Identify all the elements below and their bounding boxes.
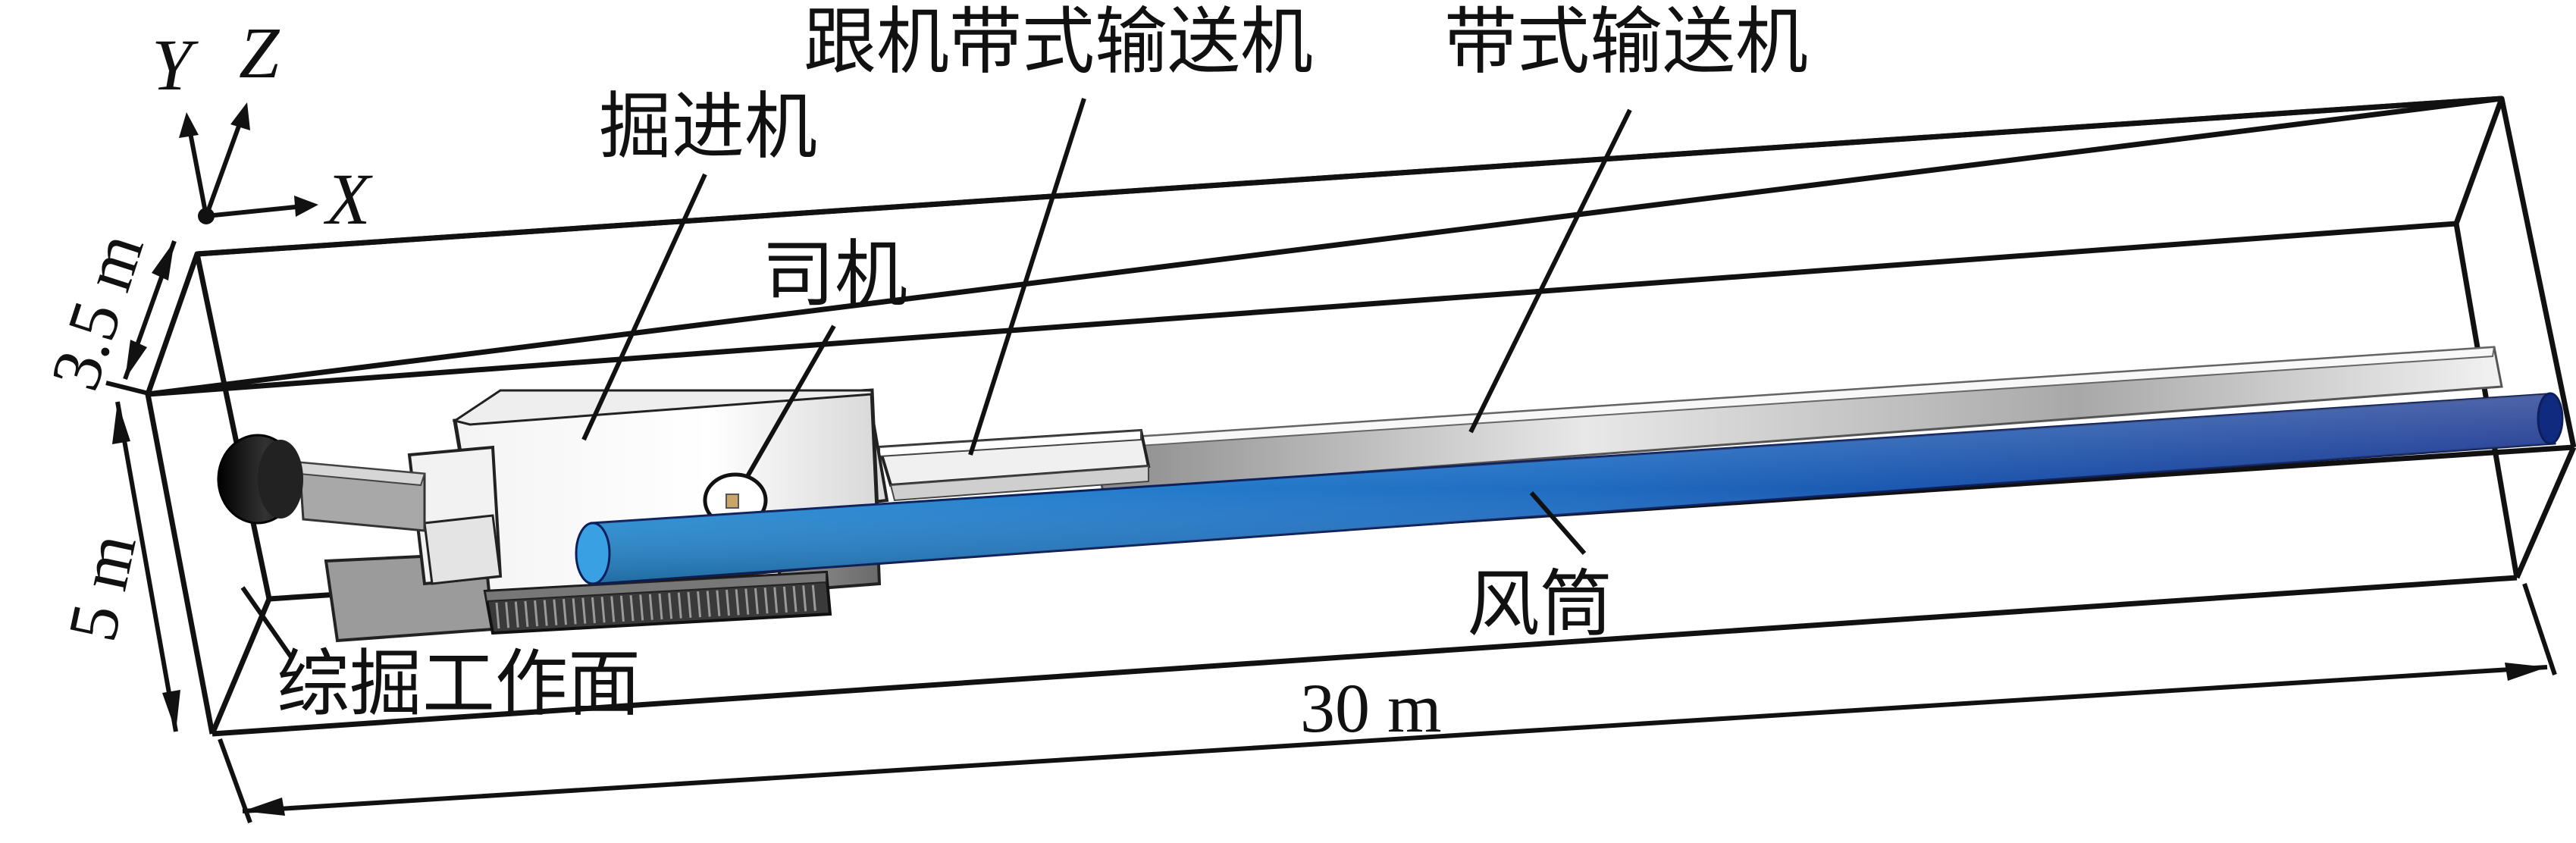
tread-segment [716, 590, 721, 616]
x-axis-label: X [323, 158, 373, 240]
duct-leader [1529, 491, 1587, 555]
left-bottom-cross-edge [209, 597, 272, 735]
length-dimension-line [242, 665, 2548, 813]
tread-segment [524, 600, 529, 628]
tread-segment [697, 591, 702, 618]
driver-label: 司机 [762, 232, 907, 317]
roadheader-model [217, 388, 889, 643]
far-top-edge [196, 96, 2502, 257]
y-axis-label: Y [152, 24, 199, 105]
far-left-vertical-edge [194, 253, 272, 600]
z-axis-arrow [230, 102, 250, 130]
duct-label: 风筒 [1467, 562, 1612, 647]
near-left-vertical-edge [145, 393, 215, 735]
tread-segment [572, 598, 577, 625]
right-top-cross-edge [2453, 97, 2505, 225]
width-dimension-tick [105, 381, 152, 396]
tread-segment [763, 588, 769, 614]
tread-segment [658, 593, 663, 620]
belt-conveyor-leader [1468, 108, 1632, 434]
near-top-edge [147, 221, 2457, 397]
tread-segment [581, 597, 587, 624]
length-dimension-tick-left [218, 738, 252, 824]
far-right-vertical-edge [2499, 98, 2576, 448]
air-duct-model [575, 392, 2564, 585]
right-bottom-cross-edge [2514, 446, 2576, 579]
tread-segment [792, 585, 798, 613]
z-axis-line [204, 118, 243, 218]
roadheader-leader [581, 173, 707, 441]
tread-segment [725, 589, 731, 616]
height-dimension-line [115, 401, 178, 732]
leader-lines [240, 98, 1632, 660]
tread-segment [735, 589, 740, 616]
driver-leader [744, 324, 836, 479]
tread-segment [754, 588, 759, 615]
tread-segment [677, 592, 682, 619]
crawler-treads [495, 584, 816, 629]
width-dimension-label: 3.5 m [36, 224, 158, 399]
tread-segment [706, 591, 711, 617]
z-axis-label: Z [239, 12, 280, 93]
bridge-conveyor-leader [968, 98, 1086, 456]
tread-segment [534, 600, 539, 627]
tread-segment [514, 601, 519, 628]
roadheader-label: 掘进机 [599, 84, 817, 169]
length-dimension-tick-right [2522, 583, 2557, 675]
tread-segment [600, 597, 606, 623]
dimension-lines [105, 240, 2557, 824]
tread-segment [802, 585, 807, 612]
belt-conveyor-label: 带式输送机 [1444, 0, 1808, 84]
x-axis-arrow [294, 196, 318, 217]
tread-segment [543, 600, 548, 626]
height-dimension-label: 5 m [53, 527, 151, 647]
y-axis-arrow [179, 112, 199, 138]
near-bottom-edge [212, 575, 2518, 737]
tread-segment [619, 595, 625, 622]
axis-triad: X Y Z [152, 12, 373, 240]
tread-segment [610, 596, 616, 622]
tread-segment [495, 602, 500, 629]
component-labels: 掘进机 跟机带式输送机 带式输送机 司机 风筒 综掘工作面 [277, 0, 1808, 726]
tread-segment [773, 587, 779, 613]
tread-segment [782, 586, 788, 613]
tread-segment [629, 594, 635, 622]
tread-segment [591, 597, 596, 624]
tread-segment [553, 599, 558, 625]
tread-segment [563, 598, 568, 625]
working-face-label: 综掘工作面 [277, 641, 641, 726]
tread-segment [687, 591, 692, 619]
tread-segment [648, 594, 653, 620]
tread-segment [744, 588, 750, 615]
tread-segment [505, 602, 510, 628]
working-face-leader [240, 586, 294, 660]
bridge-conveyor-model [877, 428, 1151, 502]
x-axis-line [205, 204, 304, 218]
bridge-conveyor-label: 跟机带式输送机 [804, 0, 1313, 84]
tread-segment [668, 593, 673, 619]
tread-segment [639, 594, 644, 621]
tread-segment [811, 584, 816, 611]
y-axis-line [187, 128, 208, 217]
length-dimension-label: 30 m [1300, 669, 1442, 747]
